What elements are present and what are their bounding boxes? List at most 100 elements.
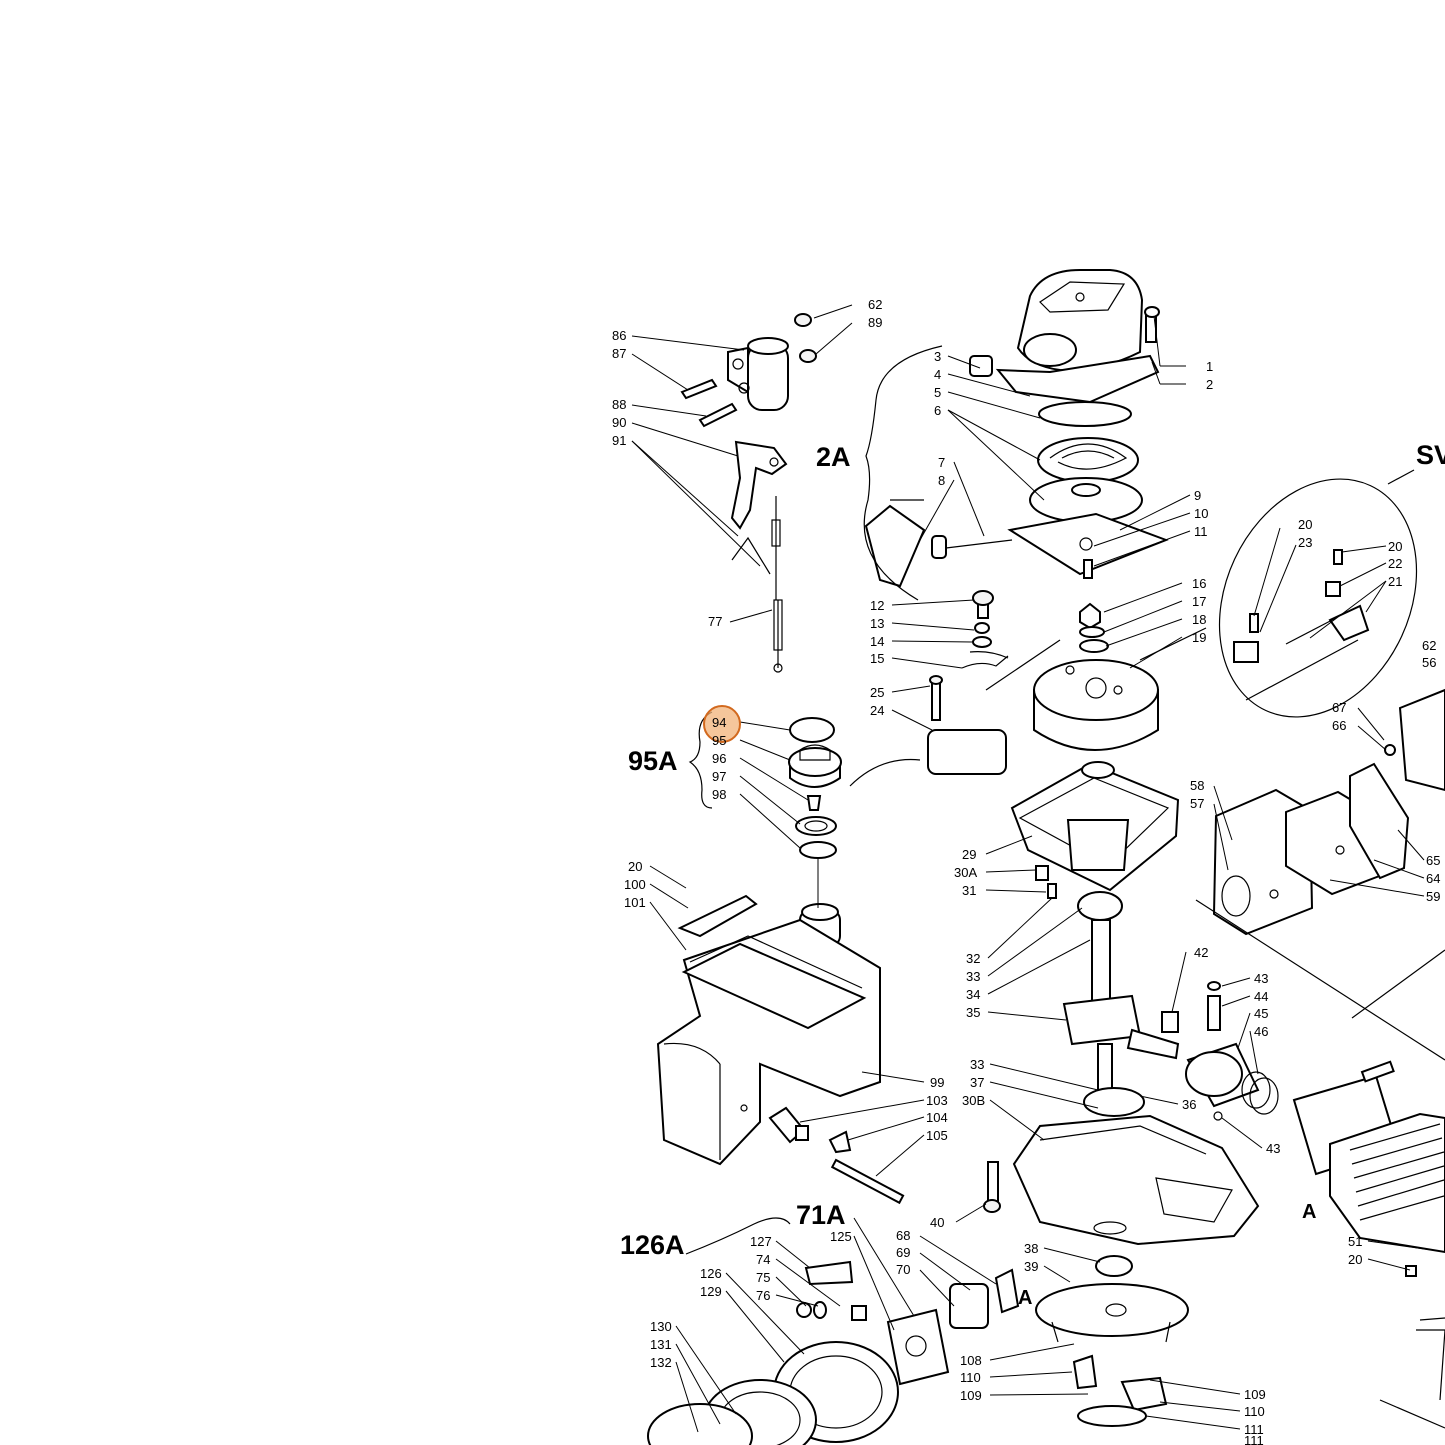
callout[interactable]: 33 [966,969,980,984]
callout[interactable]: 127 [750,1234,772,1249]
callout[interactable]: 35 [966,1005,980,1020]
callout[interactable]: 110 [960,1370,981,1385]
callout[interactable]: 59 [1426,889,1440,904]
callout[interactable]: 38 [1024,1241,1038,1256]
callout[interactable]: 69 [896,1245,910,1260]
callout[interactable]: 19 [1192,630,1206,645]
callout[interactable]: 105 [926,1128,948,1143]
callout[interactable]: 36 [1182,1097,1196,1112]
callout[interactable]: 34 [966,987,980,1002]
callout[interactable]: 86 [612,328,626,343]
callout[interactable]: 125 [830,1229,852,1244]
callout[interactable]: 110 [1244,1404,1265,1419]
callout[interactable]: 68 [896,1228,910,1243]
callout[interactable]: 1 [1206,359,1213,374]
callout[interactable]: 97 [712,769,726,784]
callout[interactable]: 30B [962,1093,985,1108]
callout[interactable]: 98 [712,787,726,802]
callout[interactable]: 5 [934,385,941,400]
callout[interactable]: 58 [1190,778,1204,793]
callout[interactable]: 3 [934,349,941,364]
callout[interactable]: 37 [970,1075,984,1090]
callout[interactable]: 103 [926,1093,948,1108]
part-callouts: 62 89 86 87 88 90 91 77 1 2 3 4 5 6 7 8 … [612,297,1440,1445]
callout[interactable]: 21 [1388,574,1402,589]
callout[interactable]: 20 [1348,1252,1362,1267]
callout[interactable]: 109 [1244,1387,1266,1402]
callout[interactable]: 11 [1194,524,1208,539]
callout[interactable]: 9 [1194,488,1201,503]
callout[interactable]: 7 [938,455,945,470]
callout[interactable]: 111 [1244,1433,1264,1445]
callout[interactable]: 130 [650,1319,672,1334]
callout[interactable]: 90 [612,415,626,430]
callout[interactable]: 23 [1298,535,1312,550]
callout[interactable]: 100 [624,877,646,892]
callout[interactable]: 8 [938,473,945,488]
callout[interactable]: 76 [756,1288,770,1303]
callout[interactable]: 44 [1254,989,1268,1004]
callout[interactable]: 129 [700,1284,722,1299]
callout[interactable]: 29 [962,847,976,862]
callout[interactable]: 66 [1332,718,1346,733]
callout[interactable]: 24 [870,703,884,718]
callout[interactable]: 20 [1388,539,1402,554]
callout[interactable]: 46 [1254,1024,1268,1039]
callout[interactable]: 43 [1266,1141,1280,1156]
callout[interactable]: 43 [1254,971,1268,986]
callout[interactable]: 22 [1388,556,1402,571]
callout[interactable]: 62 [868,297,882,312]
callout[interactable]: 4 [934,367,941,382]
callout[interactable]: 10 [1194,506,1208,521]
callout[interactable]: 12 [870,598,884,613]
callout[interactable]: 104 [926,1110,948,1125]
callout[interactable]: 65 [1426,853,1440,868]
callout[interactable]: 33 [970,1057,984,1072]
callout[interactable]: 57 [1190,796,1204,811]
callout[interactable]: 131 [650,1337,672,1352]
callout[interactable]: 126 [700,1266,722,1281]
callout[interactable]: 111 [1244,1422,1264,1437]
callout[interactable]: 20 [1298,517,1312,532]
callout[interactable]: 67 [1332,700,1346,715]
callout[interactable]: 99 [930,1075,944,1090]
callout[interactable]: 20 [628,859,642,874]
callout[interactable]: 64 [1426,871,1440,886]
group-label-95a: 95A [628,746,678,776]
callout[interactable]: 88 [612,397,626,412]
callout[interactable]: 39 [1024,1259,1038,1274]
callout[interactable]: 30A [954,865,977,880]
callout[interactable]: 18 [1192,612,1206,627]
callout[interactable]: 132 [650,1355,672,1370]
callout[interactable]: 109 [960,1388,982,1403]
callout[interactable]: 108 [960,1353,982,1368]
callout[interactable]: 101 [624,895,646,910]
callout[interactable]: 45 [1254,1006,1268,1021]
highlight-marker[interactable] [703,705,741,743]
callout[interactable]: 15 [870,651,884,666]
callout[interactable]: 16 [1192,576,1206,591]
callout[interactable]: 2 [1206,377,1213,392]
callout[interactable]: 77 [708,614,722,629]
callout[interactable]: 31 [962,883,976,898]
callout[interactable]: 40 [930,1215,944,1230]
callout[interactable]: 75 [756,1270,770,1285]
callout[interactable]: 89 [868,315,882,330]
callout[interactable]: 91 [612,433,626,448]
callout[interactable]: 56 [1422,655,1436,670]
callout[interactable]: 62 [1422,638,1436,653]
callout[interactable]: 14 [870,634,884,649]
callout[interactable]: 95 [712,733,726,748]
callout[interactable]: 6 [934,403,941,418]
callout[interactable]: 96 [712,751,726,766]
callout[interactable]: 74 [756,1252,770,1267]
callout[interactable]: 70 [896,1262,910,1277]
callout[interactable]: 25 [870,685,884,700]
callout[interactable]: 13 [870,616,884,631]
callout[interactable]: 17 [1192,594,1206,609]
callout-94[interactable]: 94 [712,715,726,730]
callout[interactable]: 87 [612,346,626,361]
callout[interactable]: 51 [1348,1234,1362,1249]
callout[interactable]: 32 [966,951,980,966]
callout[interactable]: 42 [1194,945,1208,960]
